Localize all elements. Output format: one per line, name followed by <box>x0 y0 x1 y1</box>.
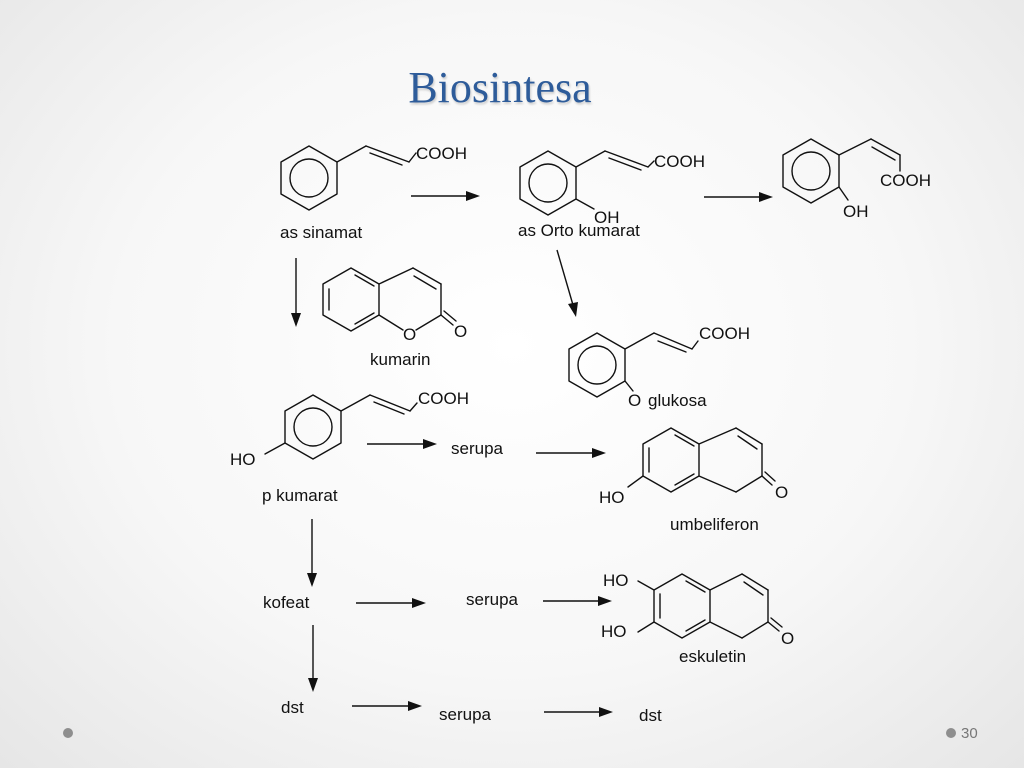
arrow-serupa-to-eskuletin <box>543 596 612 606</box>
structure-glukosida <box>568 332 699 398</box>
structure-as-orto-kumarat <box>519 150 655 216</box>
o-ring-label-kumarin: O <box>403 325 416 344</box>
o-label-glukosida: O <box>628 391 641 410</box>
structure-as-sinamat <box>280 145 417 211</box>
label-dst-2: dst <box>639 706 662 725</box>
label-as-sinamat: as sinamat <box>280 223 362 242</box>
label-kumarin: kumarin <box>370 350 430 369</box>
arrow-orto-to-cis <box>704 192 773 202</box>
label-kofeat: kofeat <box>263 593 310 612</box>
structure-eskuletin <box>637 573 783 639</box>
label-eskuletin: eskuletin <box>679 647 746 666</box>
footer-dot-left <box>63 728 73 738</box>
oh-label-cis: OH <box>843 202 869 221</box>
label-p-kumarat: p kumarat <box>262 486 338 505</box>
label-serupa-2: serupa <box>466 590 519 609</box>
o-label-eskuletin: O <box>781 629 794 648</box>
arrow-kofeat-down <box>308 625 318 692</box>
label-glukosa: glukosa <box>648 391 707 410</box>
structure-umbeliferon <box>627 427 776 493</box>
structure-cis-orto-kumarat <box>782 138 901 204</box>
oh-label-orto: OH <box>594 208 620 227</box>
cooh-label-sinamat: COOH <box>416 144 467 163</box>
arrow-serupa-to-dst <box>544 707 613 717</box>
o-carbonyl-label-kumarin: O <box>454 322 467 341</box>
arrow-dst-to-serupa <box>352 701 422 711</box>
label-serupa-3: serupa <box>439 705 492 724</box>
structure-kumarin <box>322 267 457 332</box>
label-dst-1: dst <box>281 698 304 717</box>
arrow-p-kumarat-to-serupa <box>367 439 437 449</box>
ho-label-eskuletin-2: HO <box>601 622 627 641</box>
footer-dot-right <box>946 728 956 738</box>
arrow-p-kumarat-down <box>307 519 317 587</box>
o-label-umbeliferon: O <box>775 483 788 502</box>
arrow-kofeat-to-serupa <box>356 598 426 608</box>
label-serupa-1: serupa <box>451 439 504 458</box>
page-number: 30 <box>961 725 978 742</box>
cooh-label-orto: COOH <box>654 152 705 171</box>
label-as-orto-kumarat: as Orto kumarat <box>518 221 640 240</box>
ho-label-eskuletin-1: HO <box>603 571 629 590</box>
ho-label-umbeliferon: HO <box>599 488 625 507</box>
cooh-label-cis: COOH <box>880 171 931 190</box>
structure-p-kumarat <box>264 394 418 460</box>
cooh-label-glukosida: COOH <box>699 324 750 343</box>
slide-title: Biosintesa <box>408 63 592 112</box>
label-umbeliferon: umbeliferon <box>670 515 759 534</box>
arrow-orto-down <box>556 249 578 317</box>
arrow-sinamat-to-orto <box>411 191 480 201</box>
arrow-sinamat-down <box>291 258 301 327</box>
cooh-label-p-kumarat: COOH <box>418 389 469 408</box>
arrow-serupa-to-umbeliferon <box>536 448 606 458</box>
ho-label-p-kumarat: HO <box>230 450 256 469</box>
